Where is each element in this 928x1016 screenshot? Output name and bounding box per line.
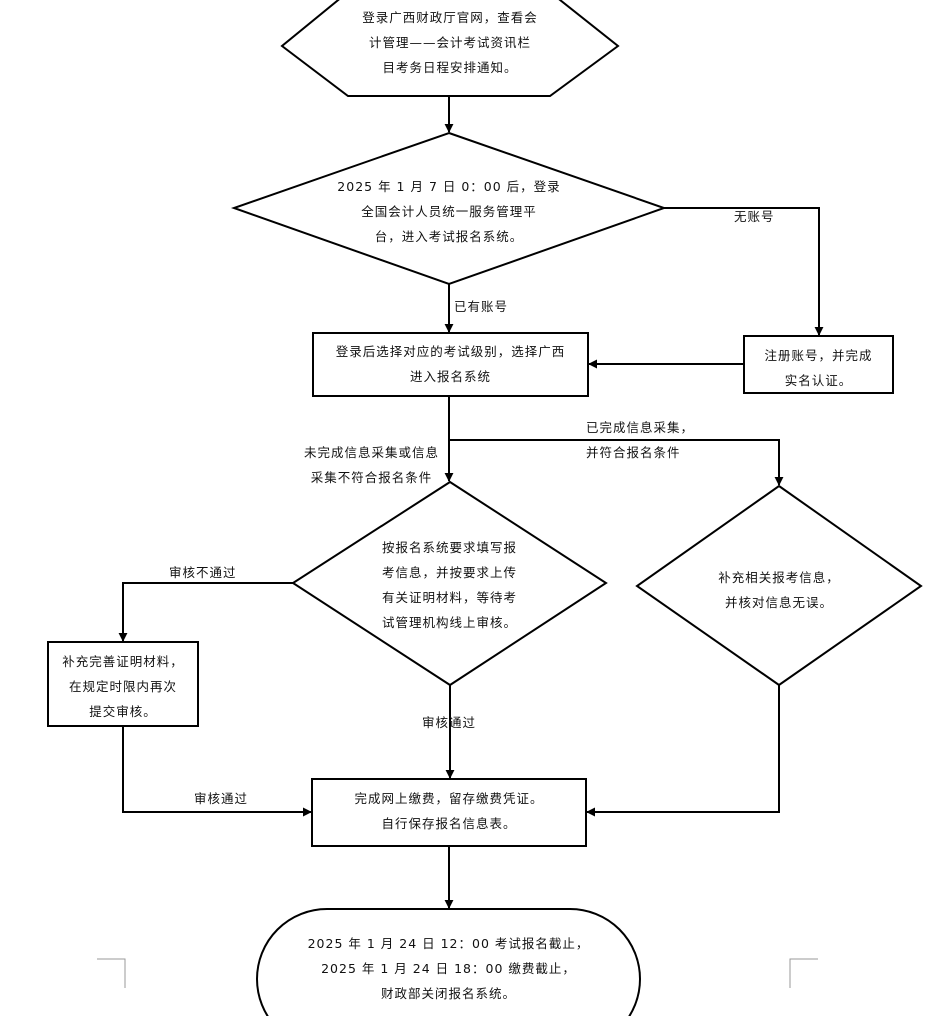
edge-label-info-incomplete: 未完成信息采集或信息采集不符合报名条件: [304, 445, 440, 485]
edge-login-to-register: [664, 207, 824, 336]
login-node-text: 2025 年 1 月 7 日 0：00 后，登录全国会计人员统一服务管理平台，进…: [337, 179, 561, 244]
start-hexagon: [280, 0, 620, 97]
edge-select-to-supplement: [449, 439, 784, 486]
edge-resubmit-to-payment: [122, 726, 312, 817]
page-corner-mark-right: [789, 958, 818, 988]
edge-label-no-account: 无账号: [734, 209, 775, 224]
edge-supplement-to-payment: [586, 685, 780, 817]
end-terminal: [256, 908, 641, 1016]
end-node-text: 2025 年 1 月 24 日 12：00 考试报名截止，2025 年 1 月 …: [307, 936, 590, 1001]
edge-label-has-account: 已有账号: [454, 299, 509, 314]
edge-label-review-failed: 审核不通过: [169, 565, 237, 580]
edge-label-review-passed-center: 审核通过: [422, 715, 477, 730]
edge-label-review-passed-left: 审核通过: [194, 791, 249, 806]
page-corner-mark-left: [97, 958, 126, 988]
supplement-check-node-text: 补充相关报考信息，并核对信息无误。: [718, 570, 840, 610]
fill-info-node-text: 按报名系统要求填写报考信息，并按要求上传有关证明材料，等待考试管理机构线上审核。: [381, 540, 517, 630]
select-level-node-text: 登录后选择对应的考试级别，选择广西进入报名系统: [335, 344, 566, 384]
edge-fill-to-resubmit: [118, 582, 293, 642]
select-level-box: [312, 332, 589, 397]
register-node-text: 注册账号，并完成实名认证。: [764, 348, 873, 388]
resubmit-node-text: 补充完善证明材料，在规定时限内再次提交审核。: [62, 654, 184, 719]
edge-label-info-complete: 已完成信息采集，并符合报名条件: [586, 420, 695, 460]
start-node-text: 登录广西财政厅官网，查看会计管理——会计考试资讯栏目考务日程安排通知。: [362, 10, 538, 75]
payment-node-text: 完成网上缴费，留存缴费凭证。自行保存报名信息表。: [354, 791, 544, 831]
